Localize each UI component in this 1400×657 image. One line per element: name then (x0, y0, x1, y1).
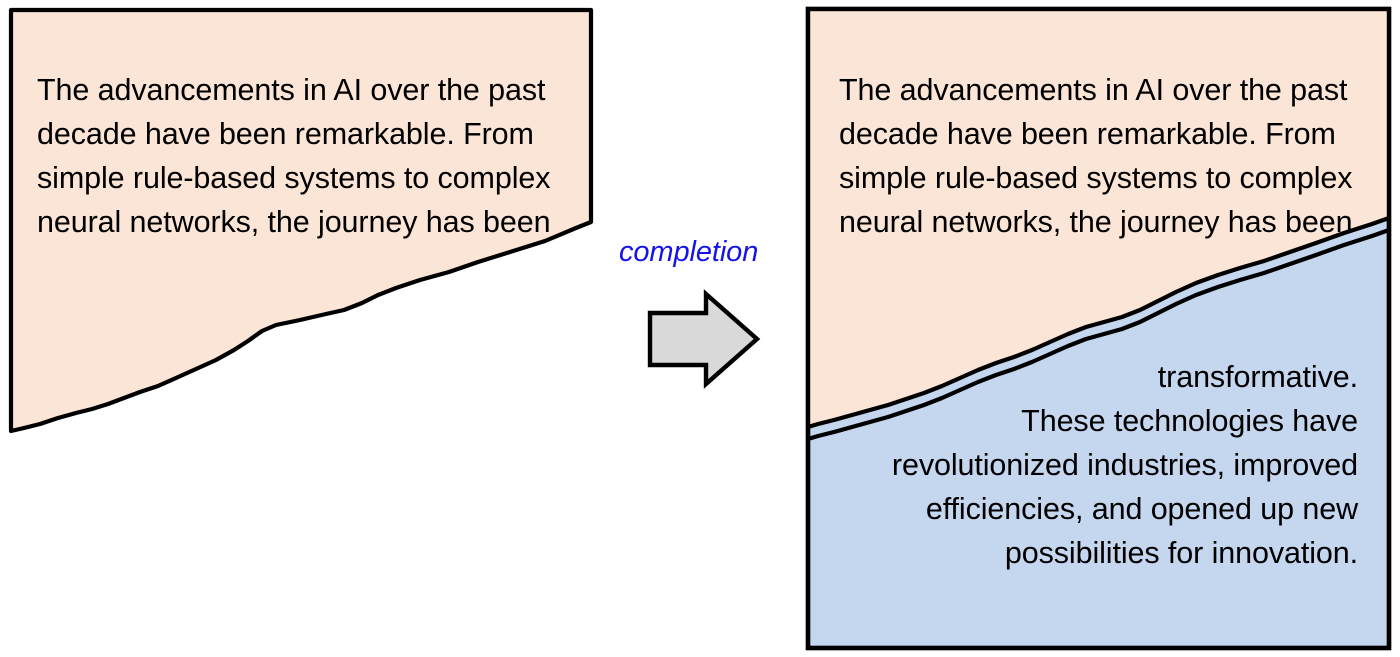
right-tear-lower-edge (805, 227, 1392, 442)
completion-label: completion (619, 236, 759, 268)
right-block-arrow-icon (647, 289, 761, 389)
right-tear-upper-edge (805, 215, 1392, 430)
left-prompt-paragraph: The advancements in AI over the past dec… (37, 73, 559, 239)
right-prompt-region (808, 9, 1389, 427)
right-prompt-paragraph: The advancements in AI over the past dec… (839, 73, 1361, 239)
left-torn-page-path (8, 7, 594, 434)
right-page-frame (805, 6, 1392, 651)
right-completion-paragraph: transformative. These technologies have … (891, 360, 1358, 570)
